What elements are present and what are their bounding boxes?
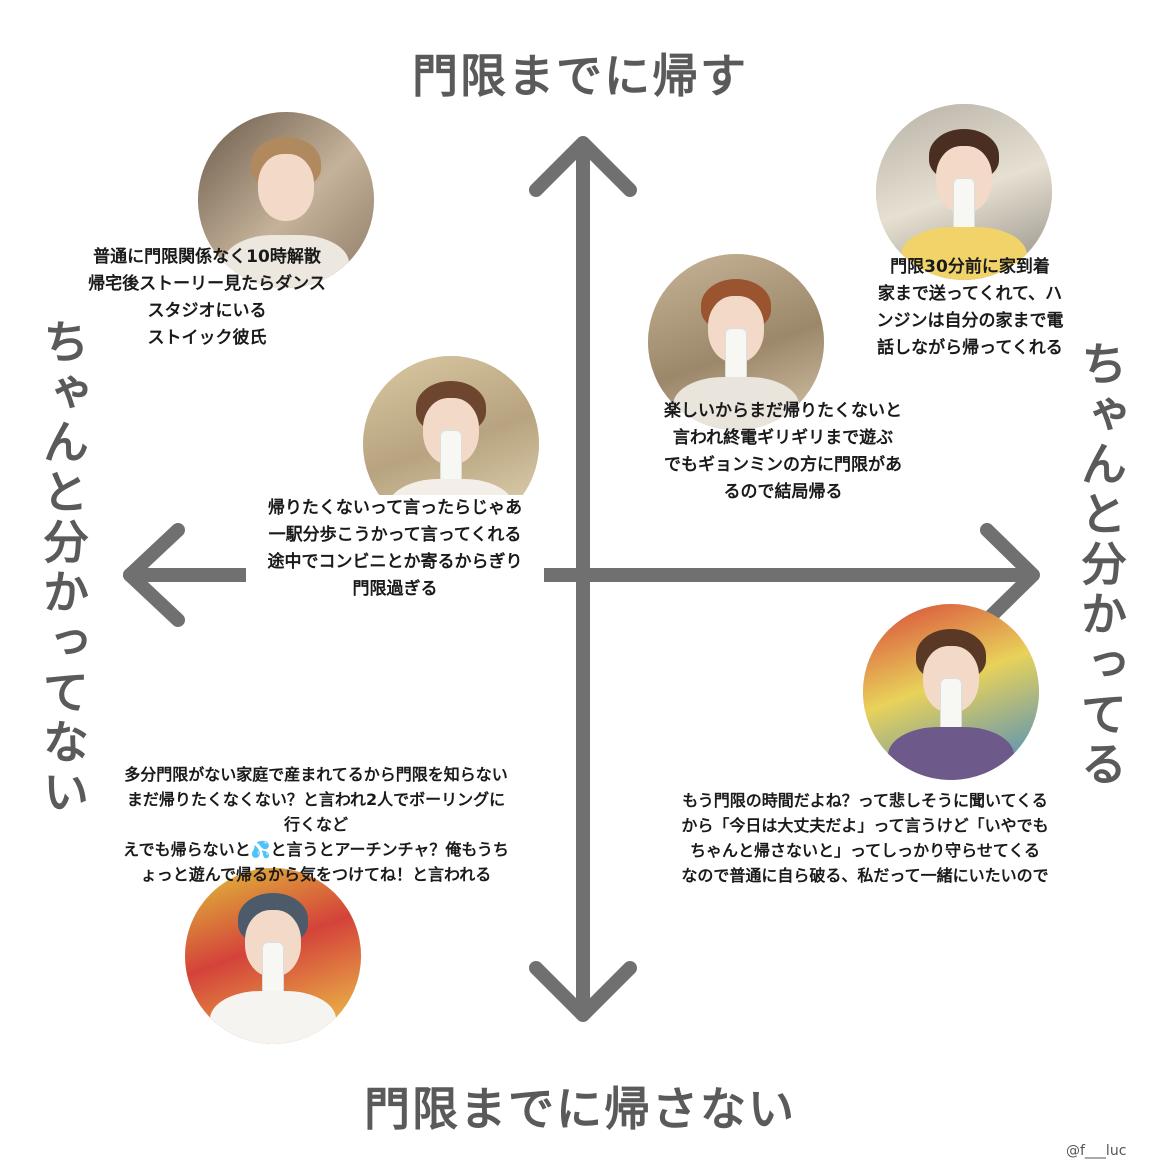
note-bottom-left: 多分門限がない家庭で産まれてるから門限を知らない まだ帰りたくなくない？と言われ… <box>94 762 538 887</box>
note-line: 門限30分前に家到着 <box>890 257 1050 277</box>
note-line: 多分門限がない家庭で産まれてるから門限を知らない <box>124 765 508 784</box>
note-line: 門限過ぎる <box>352 579 438 599</box>
arrow-down-head <box>529 961 637 1022</box>
axis-label-right: ちゃんと分かってる <box>1074 340 1128 790</box>
axis-label-bottom: 門限までに帰さない <box>364 1082 796 1136</box>
axis-label-left: ちゃんと分かってない <box>36 318 90 818</box>
note-line: ンジンは自分の家まで電 <box>876 311 1064 331</box>
credit-watermark: @f___luc <box>1066 1143 1127 1159</box>
avatar-bottom-right <box>863 604 1039 780</box>
avatar-center-right <box>648 254 824 430</box>
note-top-right: 門限30分前に家到着 家まで送ってくれて、ハ ンジンは自分の家まで電 話しながら… <box>848 254 1092 362</box>
arrow-left-head <box>123 523 185 627</box>
note-line: 途中でコンビニとか寄るからぎり <box>267 552 523 572</box>
axis-label-top: 門限までに帰す <box>412 49 748 103</box>
note-line: 家まで送ってくれて、ハ <box>877 284 1063 304</box>
note-center-right: 楽しいからまだ帰りたくないと 言われ終電ギリギリまで遊ぶ でもギョンミンの方に門… <box>640 398 926 506</box>
note-line: ちゃんと帰さないと」ってしっかり守らせてくる <box>689 841 1041 860</box>
note-line: でもギョンミンの方に門限があ <box>664 455 902 475</box>
note-line: るので結局帰る <box>723 482 843 502</box>
note-line: 普通に門限関係なく10時解散 <box>93 247 321 267</box>
note-line: 話しながら帰ってくれる <box>877 338 1063 358</box>
note-line: ょっと遊んで帰るから気をつけてね！と言われる <box>140 865 492 884</box>
note-line: 言われ終電ギリギリまで遊ぶ <box>672 428 894 448</box>
arrow-up-head <box>529 136 637 197</box>
note-bottom-right: もう門限の時間だよね？って悲しそうに聞いてくる から「今日は大丈夫だよ」って言う… <box>646 788 1084 888</box>
note-line: 一駅分歩こうかって言ってくれる <box>268 525 522 545</box>
note-line: 帰宅後ストーリー見たらダンス <box>88 274 326 294</box>
note-line: ストイック彼氏 <box>147 328 267 348</box>
note-top-left: 普通に門限関係なく10時解散 帰宅後ストーリー見たらダンス スタジオにいる スト… <box>62 244 352 352</box>
avatar-top-left <box>198 112 374 288</box>
note-line: もう門限の時間だよね？って悲しそうに聞いてくる <box>682 791 1048 810</box>
avatar-top-right <box>876 104 1052 280</box>
note-line: から「今日は大丈夫だよ」って言うけど「いやでも <box>681 816 1049 835</box>
note-center-left: 帰りたくないって言ったらじゃあ 一駅分歩こうかって言ってくれる 途中でコンビニと… <box>246 495 544 603</box>
avatar-bottom-left <box>185 868 361 1044</box>
note-line: なので普通に自ら破る、私だって一緒にいたいので <box>681 866 1049 885</box>
note-line: 帰りたくないって言ったらじゃあ <box>267 498 523 518</box>
note-line: まだ帰りたくなくない？と言われ2人でボーリングに <box>126 790 506 809</box>
note-line: えでも帰らないと💦と言うとアーチンチャ？俺もうち <box>123 840 509 859</box>
note-line: 楽しいからまだ帰りたくないと <box>664 401 902 421</box>
note-line: 行くなど <box>283 815 348 834</box>
note-line: スタジオにいる <box>147 301 267 321</box>
